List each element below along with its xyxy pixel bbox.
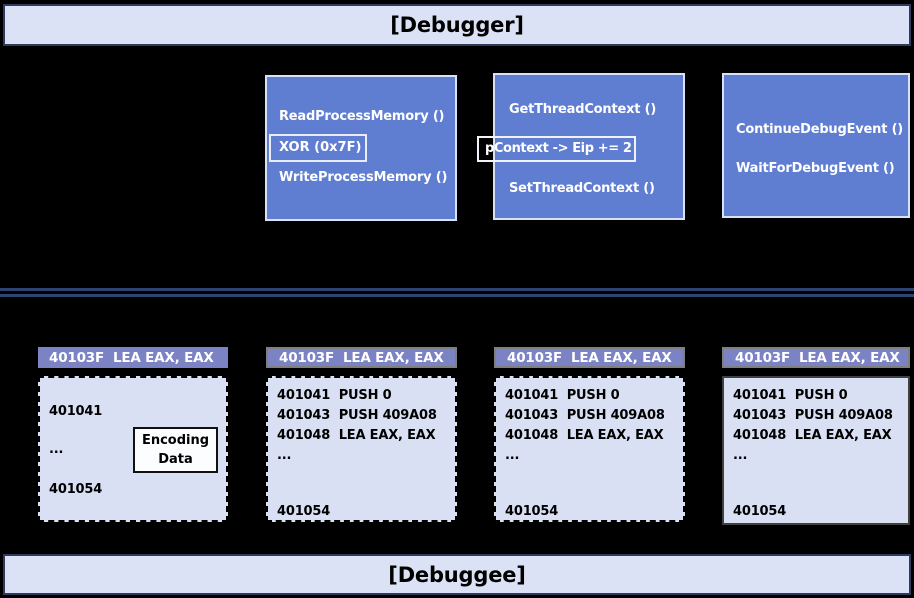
memory-line: 401048 LEA EAX, EAX [277,428,436,443]
wait-for-debug-event-label: WaitForDebugEvent () [736,161,895,176]
memory-line: 401054 [505,504,559,519]
api-box-debug-loop: ContinueDebugEvent () WaitForDebugEvent … [722,73,910,218]
memory-column-3-header: 40103F LEA EAX, EAX [494,347,685,368]
memory-line: 401043 PUSH 409A08 [505,408,665,423]
debugger-bar-label: [Debugger] [390,13,524,37]
memory-line: 401054 [733,504,787,519]
memory-line: 401041 PUSH 0 [277,388,392,403]
api-box-memory-patch: ReadProcessMemory () XOR (0x7F) WritePro… [265,75,457,221]
encoding-data-box: Encoding Data [133,427,218,473]
memory-line: 401041 [49,404,103,419]
read-process-memory-label: ReadProcessMemory () [279,109,445,124]
debuggee-bar: [Debuggee] [3,554,911,595]
debuggee-bar-label: [Debuggee] [388,562,526,587]
memory-line: 401043 PUSH 409A08 [277,408,437,423]
memory-line: 401048 LEA EAX, EAX [505,428,664,443]
set-thread-context-label: SetThreadContext () [509,181,655,196]
get-thread-context-label: GetThreadContext () [509,102,657,117]
memory-line: 401043 PUSH 409A08 [733,408,893,423]
memory-column-3-panel: 401041 PUSH 0 401043 PUSH 409A08 401048 … [494,376,685,522]
memory-column-4-header: 40103F LEA EAX, EAX [722,347,910,368]
api-box-thread-context: GetThreadContext () SetThreadContext () [493,73,685,220]
memory-line: ... [49,442,64,457]
memory-column-2-header: 40103F LEA EAX, EAX [266,347,457,368]
encoding-data-line2: Data [158,452,193,467]
memory-line: ... [277,448,292,463]
memory-column-4-panel: 401041 PUSH 0 401043 PUSH 409A08 401048 … [722,376,910,525]
memory-line: ... [733,448,748,463]
memory-line: 401054 [277,504,331,519]
memory-line: 401041 PUSH 0 [733,388,848,403]
memory-line: 401054 [49,482,103,497]
memory-line: 401048 LEA EAX, EAX [733,428,892,443]
continue-debug-event-label: ContinueDebugEvent () [736,122,904,137]
write-process-memory-label: WriteProcessMemory () [279,170,448,185]
process-boundary-divider [0,288,914,297]
memory-line: 401041 PUSH 0 [505,388,620,403]
memory-column-2-panel: 401041 PUSH 0 401043 PUSH 409A08 401048 … [266,376,457,522]
xor-box: XOR (0x7F) [269,134,367,162]
memory-column-1-header: 40103F LEA EAX, EAX [38,347,228,368]
memory-column-1-panel: 401041 ... 401054 Encoding Data [38,376,228,522]
debugger-bar: [Debugger] [3,4,911,46]
encoding-data-line1: Encoding [141,433,210,448]
memory-line: ... [505,448,520,463]
eip-adjust-box: pContext -> Eip += 2 [477,136,636,162]
